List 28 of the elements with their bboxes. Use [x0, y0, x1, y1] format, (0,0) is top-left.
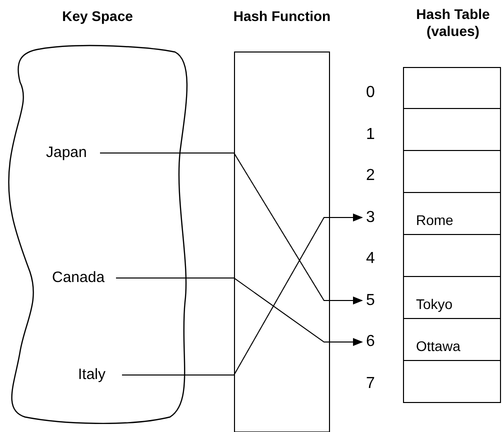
index-number: 0 — [366, 84, 375, 102]
cell-value: Ottawa — [416, 338, 460, 354]
table-row — [403, 319, 501, 361]
index-number: 6 — [366, 333, 375, 351]
cell-value: Rome — [416, 212, 454, 228]
key-label: Japan — [46, 144, 87, 162]
index-number: 2 — [366, 167, 375, 185]
column-heading: Hash Function — [232, 7, 332, 26]
table-row — [403, 67, 501, 109]
index-number: 7 — [366, 374, 375, 392]
table-row — [403, 109, 501, 151]
index-number: 4 — [366, 250, 375, 268]
key-label: Italy — [78, 366, 106, 384]
column-heading: Hash Table (values) — [415, 6, 491, 40]
index-number: 5 — [366, 292, 375, 310]
table-row — [403, 235, 501, 277]
table-row — [403, 193, 501, 235]
key-label: Canada — [52, 269, 105, 287]
table-row — [403, 151, 501, 193]
column-heading: Key Space — [61, 7, 134, 26]
arrow — [116, 278, 363, 346]
arrow — [100, 152, 363, 304]
index-number: 3 — [366, 208, 375, 226]
cell-value: Tokyo — [416, 296, 453, 312]
index-number: 1 — [366, 126, 375, 144]
table-row — [403, 361, 501, 403]
table-row — [403, 277, 501, 319]
arrow — [122, 214, 363, 376]
